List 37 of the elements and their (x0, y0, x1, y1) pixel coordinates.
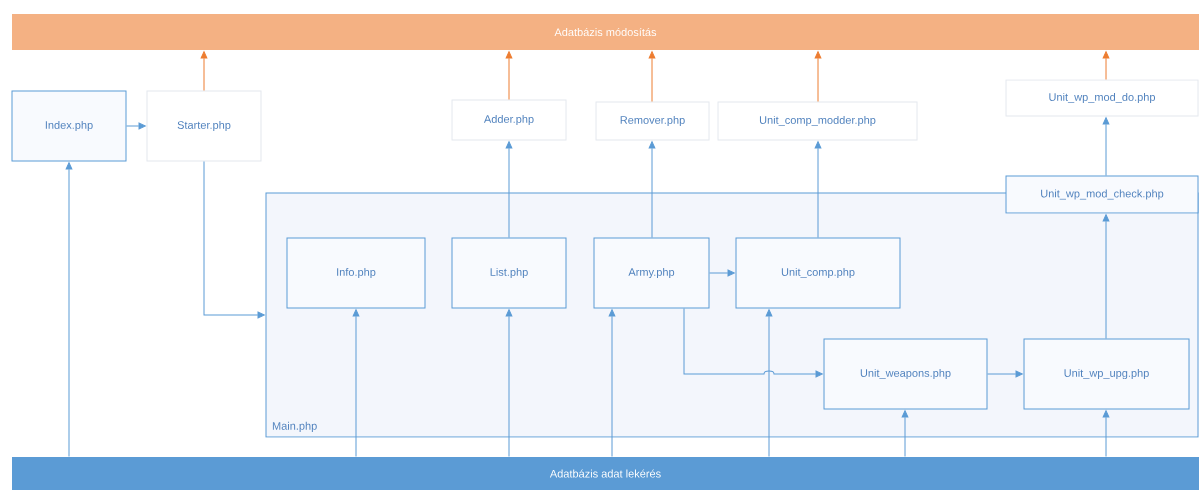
arrow (203, 161, 265, 319)
arrow (1102, 117, 1110, 176)
arrow (901, 410, 909, 457)
process-box: Starter.php (146, 90, 262, 162)
arrow (709, 269, 735, 277)
process-box: Info.php (286, 237, 426, 309)
process-box: Remover.php (595, 101, 710, 141)
arrow (505, 141, 513, 238)
arrow (200, 51, 208, 91)
process-box: Unit_wp_upg.php (1023, 338, 1190, 410)
process-box: Army.php (593, 237, 710, 309)
process-box: Adder.php (451, 99, 567, 141)
process-box: Unit_wp_mod_check.php (1005, 175, 1199, 214)
arrow (1102, 410, 1110, 457)
banner: Adatbázis adat lekérés (12, 457, 1199, 490)
arrow (126, 122, 146, 130)
arrow (987, 370, 1023, 378)
process-box: Unit_comp.php (735, 237, 901, 309)
arrow (1102, 51, 1110, 80)
process-box: Unit_comp_modder.php (717, 101, 918, 141)
arrow (505, 51, 513, 100)
arrow (65, 162, 73, 457)
arrow (683, 308, 823, 378)
process-box: Index.php (11, 90, 127, 162)
process-box: Unit_weapons.php (823, 338, 988, 410)
arrow (814, 51, 822, 102)
arrow (608, 309, 616, 457)
arrow (648, 51, 656, 102)
arrow (352, 309, 360, 457)
banner: Adatbázis módosítás (12, 14, 1199, 50)
arrow (814, 141, 822, 238)
arrow (505, 309, 513, 457)
process-box: List.php (451, 237, 567, 309)
arrow (1102, 214, 1110, 339)
process-box: Unit_wp_mod_do.php (1005, 79, 1199, 117)
arrow (765, 309, 773, 457)
arrow (648, 141, 656, 238)
